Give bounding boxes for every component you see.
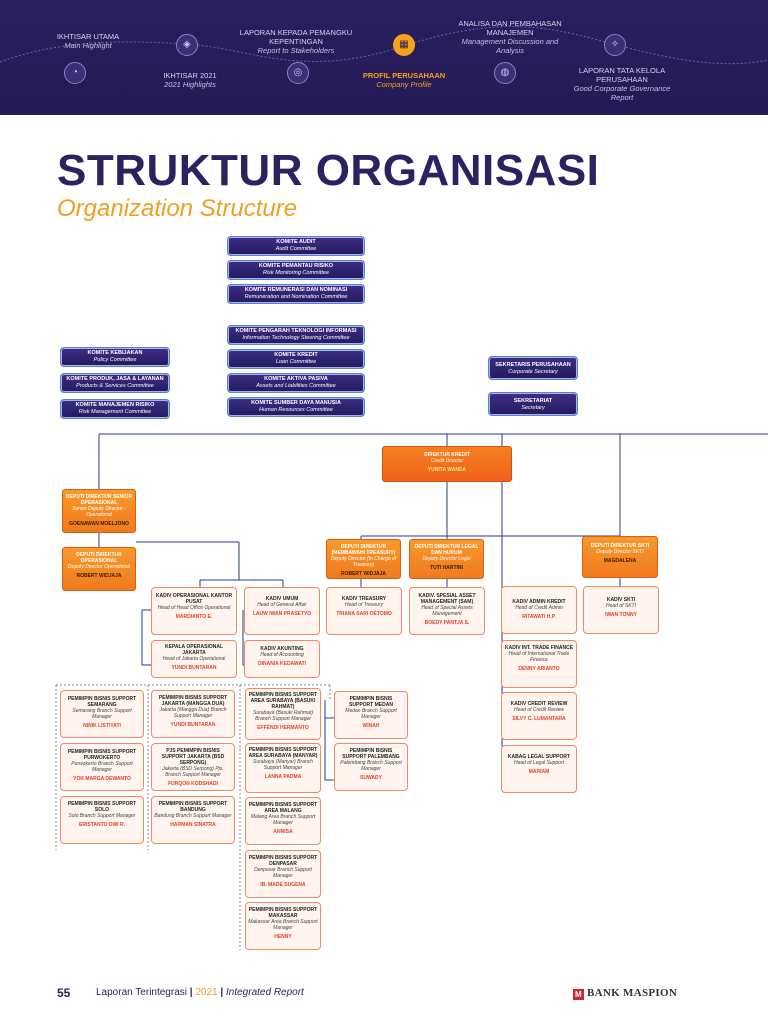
bank-logo-icon: M xyxy=(573,989,584,1000)
branch-jakarta-mangga-dua[interactable]: PEMIMPIN BISNIS SUPPORT JAKARTA (MANGGA … xyxy=(151,690,235,738)
footer-report-title: Laporan Terintegrasi | 2021 | Integrated… xyxy=(96,987,304,998)
branch-surabaya-basuki-rahmat[interactable]: PEMIMPIN BISNIS SUPPORT AREA SURABAYA (B… xyxy=(245,688,321,740)
footer-year: 2021 xyxy=(195,987,218,998)
chart-icon[interactable]: ◔ xyxy=(64,62,86,84)
branch-jakarta-bsd-serpong[interactable]: PJS PEMIMPIN BISNIS SUPPORT JAKARTA (BSD… xyxy=(151,743,235,791)
kadiv-sam[interactable]: KADIV. SPESIAL ASSET MANAGEMENT (SAM)Hea… xyxy=(409,587,485,635)
deputy-treasury[interactable]: DEPUTI DIREKTUR (MEMBAWAHI TREASURY)Depu… xyxy=(326,539,401,579)
analysis-icon[interactable]: ◍ xyxy=(494,62,516,84)
footer-report-en: Integrated Report xyxy=(226,987,304,998)
footer-separator-2: | xyxy=(220,987,224,998)
page-number: 55 xyxy=(57,986,71,1000)
governance-icon[interactable]: ✧ xyxy=(604,34,626,56)
branch-surabaya-manyar[interactable]: PEMIMPIN BISNIS SUPPORT AREA SURABAYA (M… xyxy=(245,743,321,793)
highlight-icon[interactable]: ◎ xyxy=(287,62,309,84)
footer-report: Laporan Terintegrasi xyxy=(96,987,187,998)
page-subtitle: Organization Structure xyxy=(57,195,298,222)
stakeholder-icon[interactable]: ◈ xyxy=(176,34,198,56)
page-title: STRUKTUR ORGANISASI xyxy=(57,146,600,195)
footer-separator-1: | xyxy=(189,987,193,998)
company-icon[interactable]: ▦ xyxy=(393,34,415,56)
bank-logo-text: BANK MASPION xyxy=(587,987,678,999)
